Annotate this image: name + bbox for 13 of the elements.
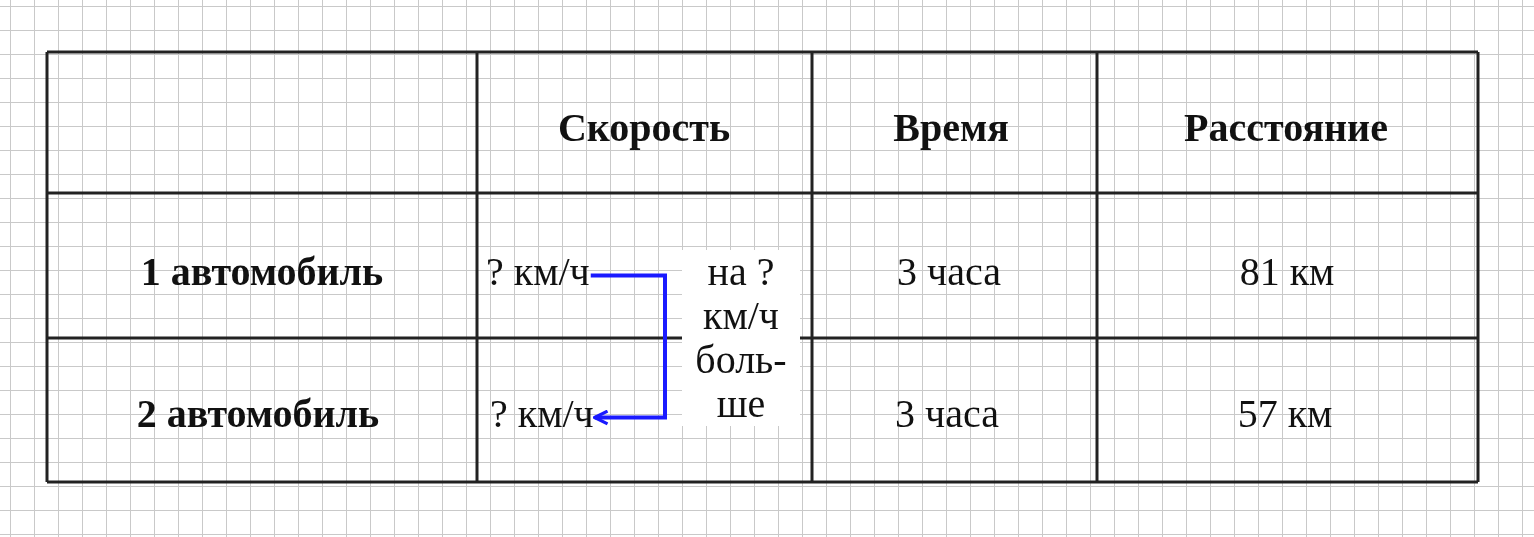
edge-label: на ? км/ч боль- ше — [682, 250, 800, 426]
speed-value: ? км/ч — [490, 390, 594, 437]
table-header: 2 автомобиль — [136, 389, 380, 437]
table-header: Время — [893, 103, 1009, 151]
arrow — [590, 273, 667, 426]
table-header: Расстояние — [1184, 103, 1388, 151]
table-value: 57 км — [1237, 389, 1333, 437]
table-header: Скорость — [557, 103, 731, 151]
table-value: 81 км — [1239, 247, 1335, 295]
table-header: 1 автомобиль — [140, 247, 384, 295]
speed-value: ? км/ч — [486, 248, 590, 295]
table-value: 3 часа — [897, 247, 1001, 295]
table-value: 3 часа — [895, 389, 999, 437]
